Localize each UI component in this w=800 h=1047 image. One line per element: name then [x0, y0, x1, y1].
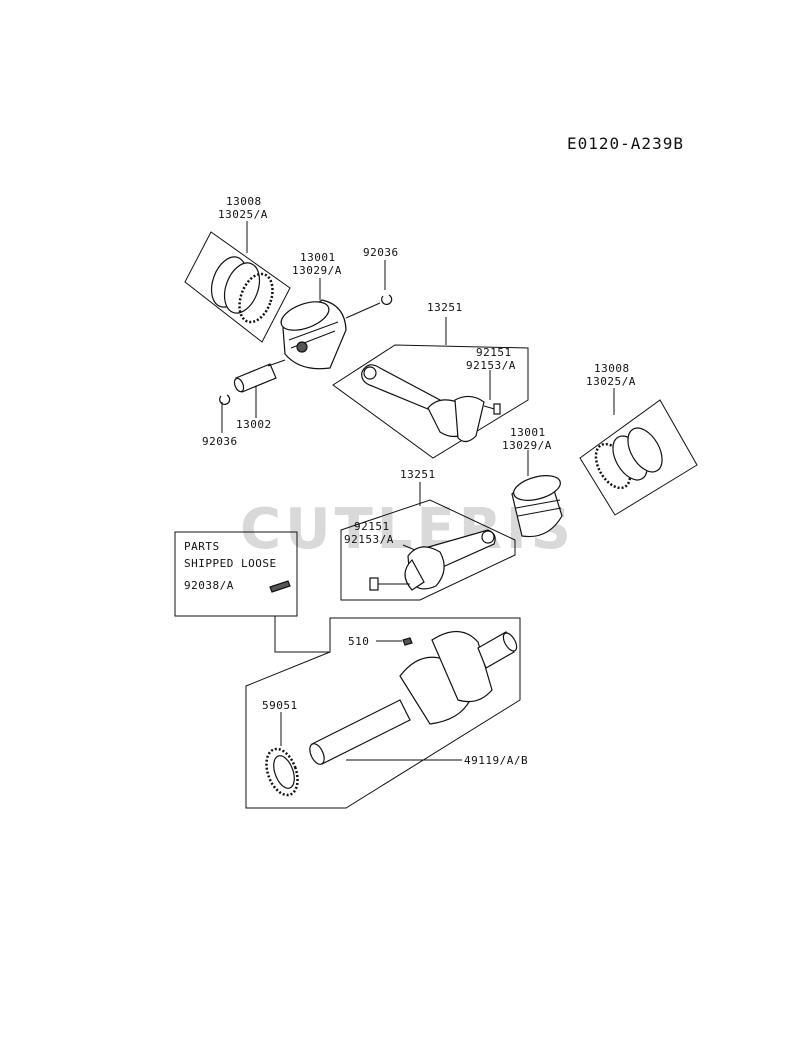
label-piston-right-b: 13029/A	[502, 439, 552, 452]
label-pin: 13002	[236, 418, 272, 431]
label-rings-left-a: 13008	[226, 195, 262, 208]
connecting-rod-top	[332, 317, 529, 459]
label-piston-right-a: 13001	[510, 426, 546, 439]
snap-ring-bottom	[219, 394, 231, 433]
label-piston-left-a: 13001	[300, 251, 336, 264]
piston-pin	[233, 359, 286, 418]
label-bolt-top-b: 92153/A	[466, 359, 516, 372]
snap-ring-top	[381, 260, 393, 305]
label-rings-left-b: 13025/A	[218, 208, 268, 221]
piston-right	[511, 450, 563, 538]
label-rod-top: 13251	[427, 301, 463, 314]
label-rod-middle: 13251	[400, 468, 436, 481]
label-bolt-top-a: 92151	[476, 346, 512, 359]
diagram-code: E0120-A239B	[567, 134, 684, 153]
label-clip-bottom: 92036	[202, 435, 238, 448]
label-loose-part: 92038/A	[184, 579, 234, 592]
label-loose-title-2: SHIPPED LOOSE	[184, 557, 277, 570]
label-loose-title-1: PARTS	[184, 540, 220, 553]
parts-shipped-loose-box	[174, 531, 330, 653]
label-key: 510	[348, 635, 369, 648]
label-gear: 59051	[262, 699, 298, 712]
label-clip-top: 92036	[363, 246, 399, 259]
label-rings-right-a: 13008	[594, 362, 630, 375]
label-crankshaft: 49119/A/B	[464, 754, 528, 767]
label-bolt-mid-a: 92151	[354, 520, 390, 533]
connecting-rod-middle	[340, 482, 516, 601]
crankshaft-group	[245, 617, 521, 809]
label-rings-right-b: 13025/A	[586, 375, 636, 388]
piston-left	[280, 278, 381, 370]
piston-rings-left	[184, 221, 291, 343]
label-piston-left-b: 13029/A	[292, 264, 342, 277]
label-bolt-mid-b: 92153/A	[344, 533, 394, 546]
piston-rings-right	[579, 388, 698, 516]
